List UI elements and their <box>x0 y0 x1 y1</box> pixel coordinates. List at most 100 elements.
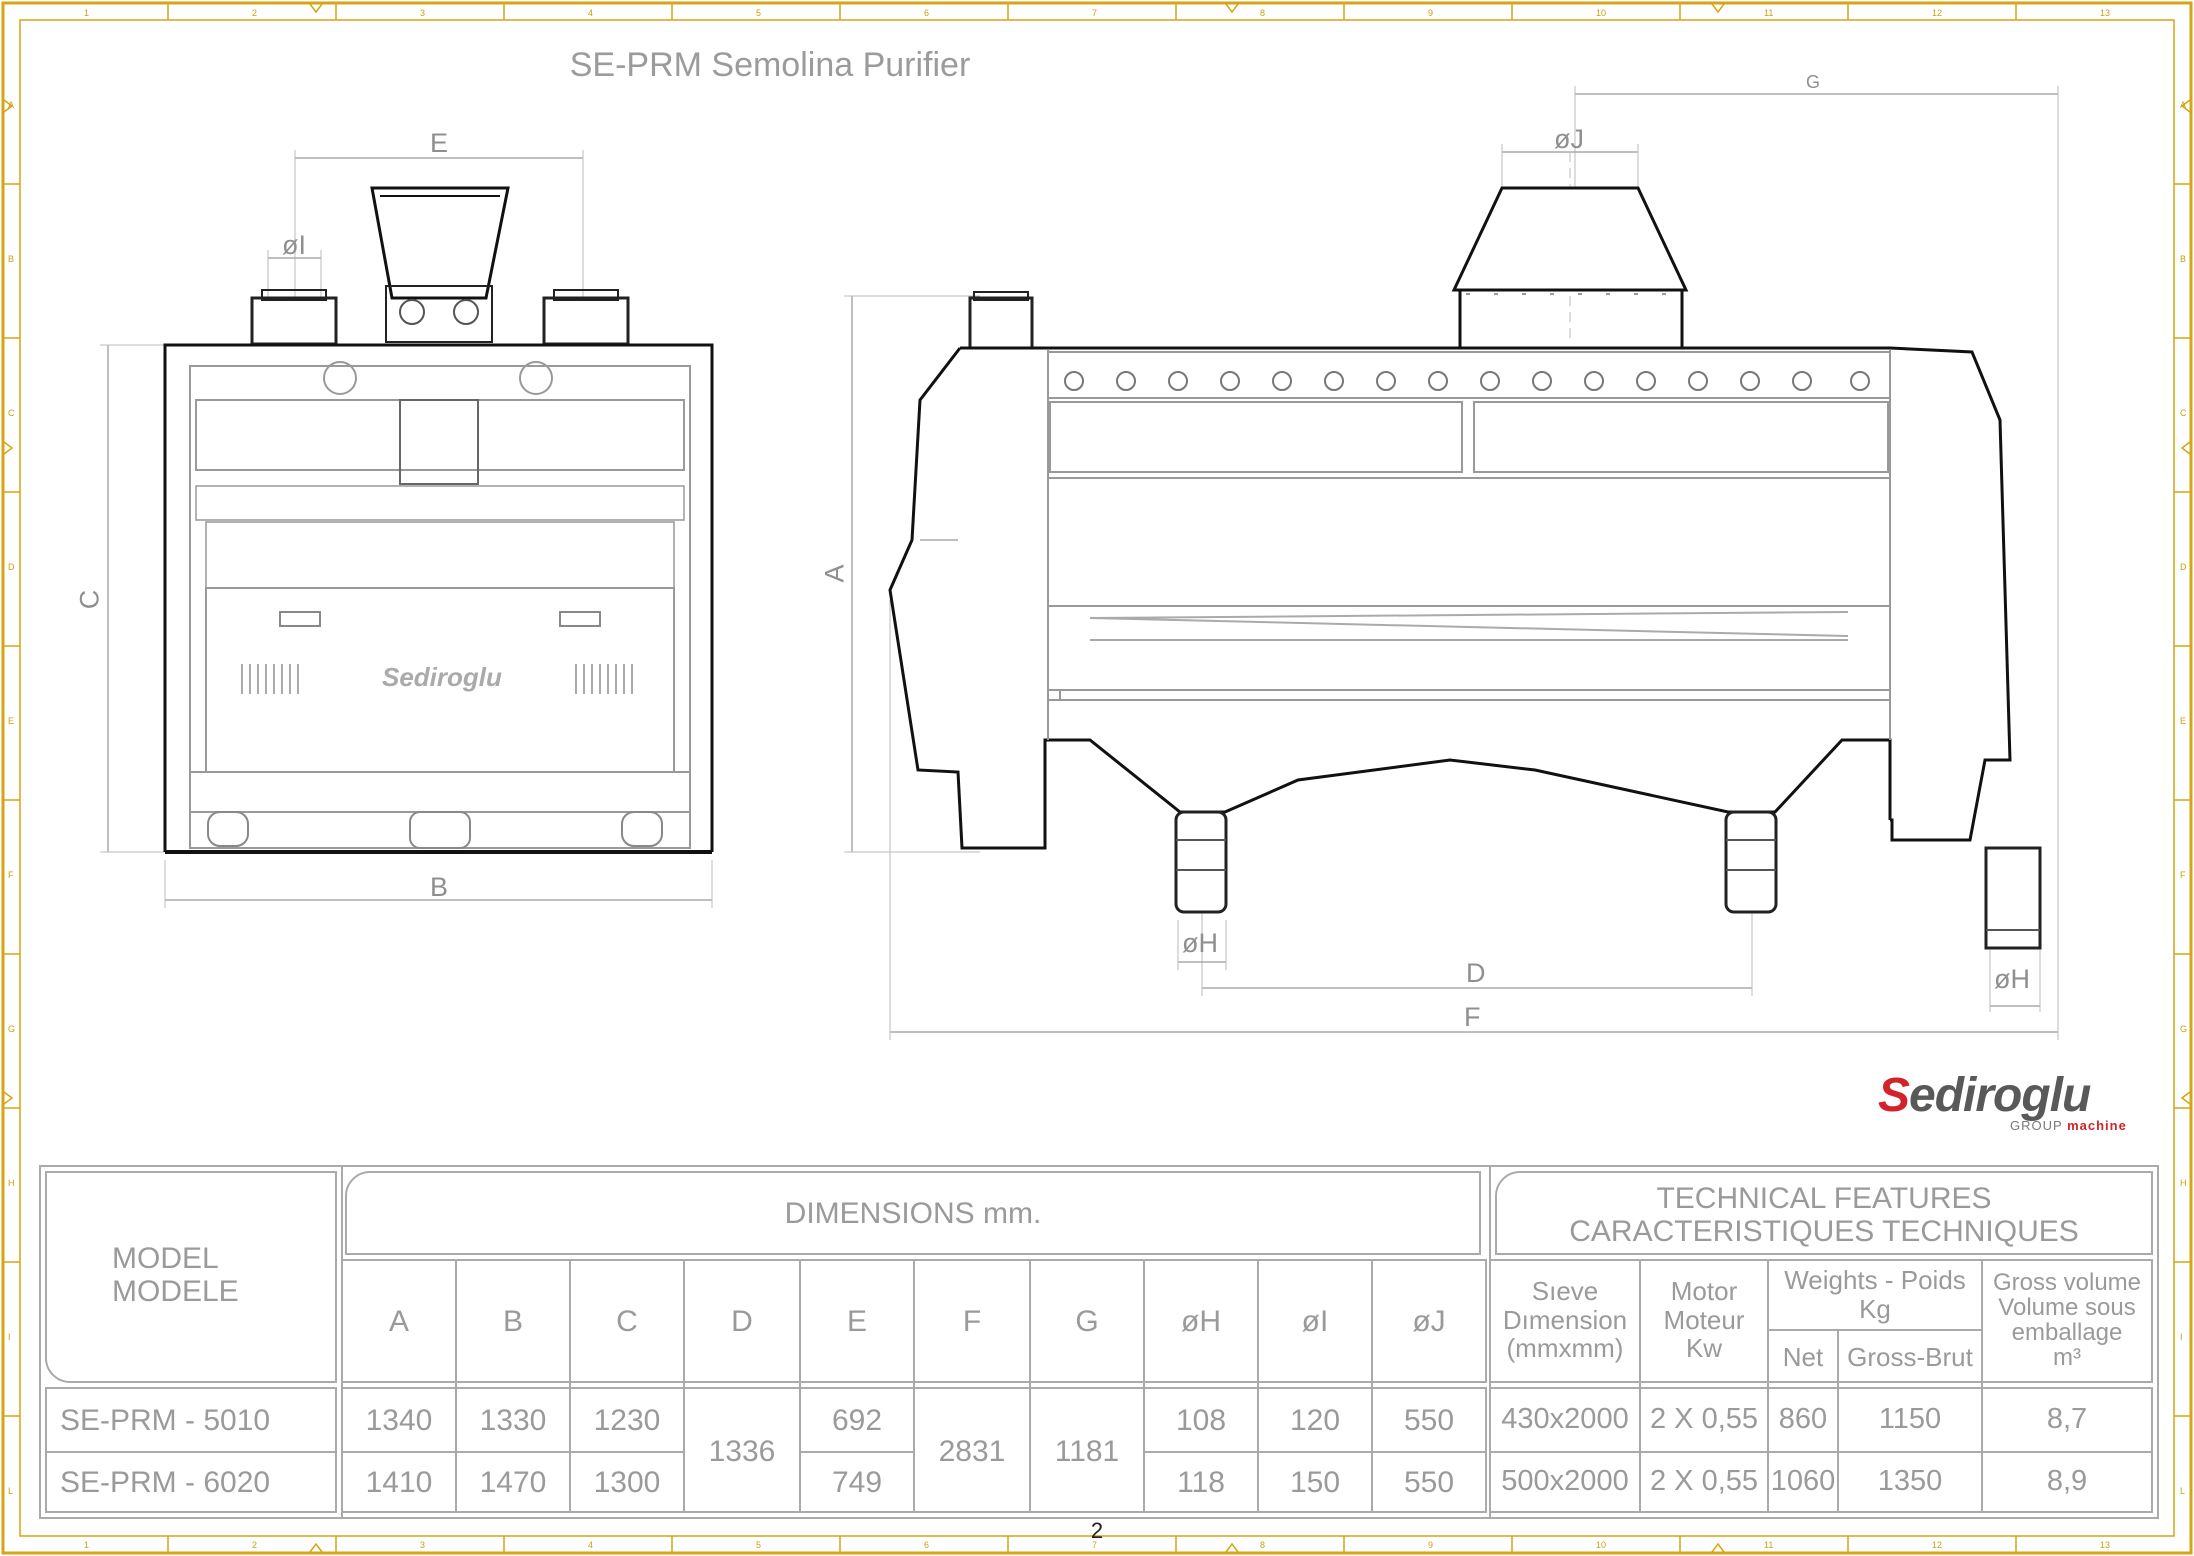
shared-d: 1336 <box>708 1434 776 1468</box>
ruler-row-B: B <box>2180 254 2187 264</box>
technical-header: TECHNICAL FEATURES CARACTERISTIQUES TECH… <box>1496 1176 2152 1254</box>
ruler-row-C: C <box>2180 408 2187 418</box>
col-header-oh: øH <box>1181 1304 1221 1338</box>
ruler-col-2: 2 <box>252 8 258 18</box>
ruler-row-B: B <box>8 254 15 264</box>
ruler-row-L: L <box>2180 1486 2186 1496</box>
ruler-col-11: 11 <box>1764 8 1774 18</box>
ruler-row-L: L <box>8 1486 14 1496</box>
ruler-col-13: 13 <box>2100 1540 2111 1550</box>
ruler-col-3: 3 <box>420 8 426 18</box>
row1-a: 1340 <box>365 1403 433 1437</box>
ruler-col-3: 3 <box>420 1540 426 1550</box>
row1-volume: 8,7 <box>2046 1403 2088 1436</box>
technical-header-en: TECHNICAL FEATURES <box>1656 1182 1992 1215</box>
sieve-line-1: Sıeve <box>1531 1276 1599 1307</box>
volume-line-3: emballage <box>2011 1319 2123 1346</box>
row1-oj: 550 <box>1403 1403 1455 1437</box>
ruler-col-10: 10 <box>1596 1540 1607 1550</box>
row2-sieve: 500x2000 <box>1501 1465 1629 1498</box>
volume-line-2: Volume sous <box>1998 1293 2136 1321</box>
border-ticks <box>3 3 2191 1553</box>
technical-header-fr: CARACTERISTIQUES TECHNIQUES <box>1569 1215 2079 1248</box>
dim-label-g: G <box>1806 72 1821 92</box>
ruler-col-5: 5 <box>756 1540 762 1550</box>
dim-label-f: F <box>1464 1002 1481 1032</box>
col-header-b: B <box>502 1304 523 1338</box>
dim-label-oh-left: øH <box>1182 928 1218 958</box>
row1-e: 692 <box>831 1403 883 1437</box>
ruler-col-8: 8 <box>1260 8 1266 18</box>
row2-oj: 550 <box>1403 1465 1455 1499</box>
ruler-row-G: G <box>8 1024 16 1034</box>
ruler-col-2: 2 <box>252 1540 258 1550</box>
logo-word: ediroglu <box>1909 1069 2091 1122</box>
ruler-row-E: E <box>8 716 15 726</box>
weights-line-1: Weights - Poids <box>1784 1265 1966 1296</box>
ruler-col-9: 9 <box>1428 8 1434 18</box>
machine-badge: Sediroglu <box>382 662 502 692</box>
row2-oh: 118 <box>1177 1465 1225 1499</box>
ruler-row-F: F <box>8 870 14 880</box>
row2-volume: 8,9 <box>2046 1465 2088 1498</box>
model-header: MODEL MODELE <box>98 1220 332 1330</box>
row1-motor: 2 X 0,55 <box>1649 1403 1759 1436</box>
sieve-line-2: Dımension <box>1502 1304 1628 1335</box>
ruler-row-A: A <box>8 100 15 110</box>
col-header-g: G <box>1075 1304 1099 1338</box>
ruler-row-I: I <box>2180 1332 2183 1342</box>
dimensions-header: DIMENSIONS mm. <box>784 1196 1042 1230</box>
dim-label-e: E <box>430 128 449 158</box>
ruler-row-C: C <box>8 408 15 418</box>
front-view <box>100 150 714 908</box>
page-number: 2 <box>1090 1518 1104 1543</box>
volume-line-4: m³ <box>2053 1344 2081 1372</box>
row1-gross: 1150 <box>1878 1403 1942 1436</box>
ruler-row-F: F <box>2180 870 2186 880</box>
dim-label-c: C <box>74 589 105 610</box>
shared-g: 1181 <box>1054 1434 1120 1468</box>
col-header-a: A <box>388 1304 409 1338</box>
ruler-row-D: D <box>2180 562 2187 572</box>
ruler-col-1: 1 <box>84 8 90 18</box>
logo-machine: machine <box>2067 1118 2127 1133</box>
ruler-row-G: G <box>2180 1024 2188 1034</box>
ruler-col-12: 12 <box>1932 1540 1943 1550</box>
col-header-sieve: Sıeve Dımension (mmxmm) <box>1490 1262 1640 1378</box>
row2-b: 1470 <box>479 1465 547 1499</box>
dim-label-a: A <box>819 564 850 583</box>
col-header-c: C <box>616 1304 638 1338</box>
brand-logo: Sediroglu GROUP machine <box>1878 1068 2158 1138</box>
side-view <box>844 86 2059 1040</box>
col-header-e: E <box>846 1304 867 1338</box>
ruler-row-H: H <box>2180 1178 2187 1188</box>
row1-sieve: 430x2000 <box>1501 1403 1629 1436</box>
ruler-col-9: 9 <box>1428 1540 1434 1550</box>
model-header-fr: MODELE <box>112 1275 239 1308</box>
ruler-row-D: D <box>8 562 15 572</box>
ruler-col-4: 4 <box>588 1540 594 1550</box>
ruler-col-11: 11 <box>1764 1540 1774 1550</box>
row2-gross: 1350 <box>1877 1465 1943 1498</box>
dim-label-oj: øJ <box>1554 124 1584 154</box>
col-header-volume: Gross volume Volume sous emballage m³ <box>1982 1262 2152 1378</box>
row2-net: 1060 <box>1770 1465 1836 1498</box>
col-header-f: F <box>962 1304 982 1338</box>
row2-oi: 150 <box>1289 1465 1341 1499</box>
motor-line-1: Motor <box>1670 1276 1738 1307</box>
ruler-row-E: E <box>2180 716 2187 726</box>
ruler-col-4: 4 <box>588 8 594 18</box>
ruler-row-I: I <box>8 1332 11 1342</box>
ruler-col-12: 12 <box>1932 8 1943 18</box>
col-header-oi: øI <box>1301 1304 1329 1338</box>
drawing-title: SE-PRM Semolina Purifier <box>569 46 971 84</box>
dim-label-oh-right: øH <box>1994 964 2030 994</box>
ruler-col-13: 13 <box>2100 8 2111 18</box>
col-header-oj: øJ <box>1412 1304 1446 1338</box>
logo-initial: S <box>1878 1069 1910 1122</box>
row1-net: 860 <box>1778 1403 1828 1436</box>
dim-label-d: D <box>1466 958 1486 988</box>
volume-line-1: Gross volume <box>1992 1268 2142 1296</box>
